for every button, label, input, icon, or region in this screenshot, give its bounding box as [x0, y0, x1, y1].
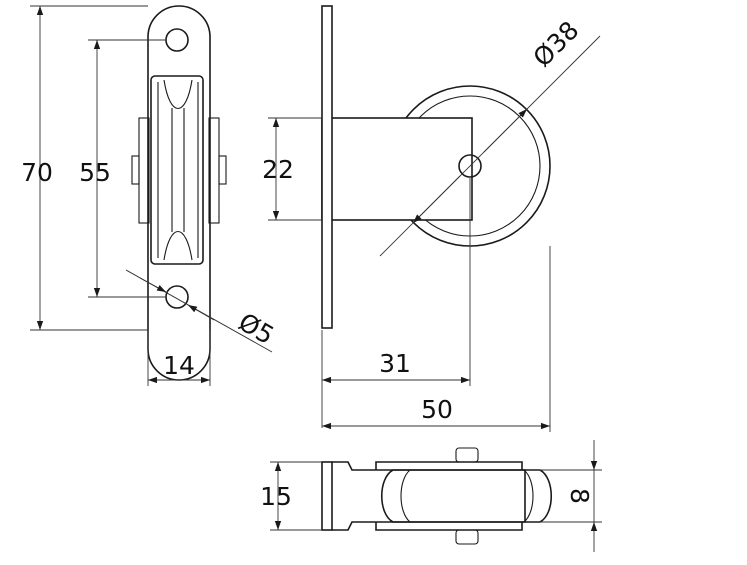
front-view	[131, 5, 227, 381]
dim-label-22: 22	[262, 155, 294, 184]
bottom-flange	[375, 522, 523, 531]
dimension-50: 50	[322, 246, 551, 432]
dim-label-50: 50	[421, 395, 453, 424]
dim-label-8: 8	[565, 488, 594, 504]
wheel-outline	[150, 75, 204, 265]
dim-label-31: 31	[379, 349, 411, 378]
axle-bottom-cap	[455, 529, 479, 545]
dim-label-14: 14	[163, 351, 195, 380]
groove-bottom-curve	[163, 230, 193, 261]
axle-top-cap	[455, 447, 479, 463]
bottom-plate-edge	[321, 461, 333, 531]
dim-label-hole-diameter: Ø5	[234, 307, 279, 350]
wheel-groove-left	[400, 469, 411, 523]
side-view	[321, 5, 551, 329]
bracket-plate-outline	[147, 5, 211, 381]
bottom-mount-hole	[165, 285, 189, 309]
top-mount-hole	[165, 28, 189, 52]
axle-hole	[458, 154, 482, 178]
dimension-31: 31	[321, 178, 471, 428]
top-flange	[375, 461, 523, 470]
dim-label-15: 15	[260, 482, 292, 511]
axle-housing	[321, 117, 473, 221]
groove-top-curve	[163, 79, 193, 110]
wheel-groove-right	[523, 469, 534, 523]
dimension-22: 22	[262, 117, 322, 221]
dim-label-wheel-diameter: Ø38	[528, 16, 585, 73]
mounting-plate	[321, 5, 333, 329]
dimension-hole-diameter: Ø5	[125, 269, 279, 353]
dim-label-55: 55	[79, 158, 111, 187]
bottom-view	[321, 447, 552, 545]
dimension-8: 8	[540, 440, 602, 552]
dimension-70: 70	[21, 5, 148, 331]
housing-outline	[332, 461, 526, 531]
dimension-55: 55	[79, 39, 166, 298]
wheel-top-view	[381, 469, 552, 523]
dimension-14: 14	[147, 330, 211, 386]
right-axle-stub	[218, 155, 227, 185]
left-axle-stub	[131, 155, 140, 185]
dimension-15: 15	[260, 461, 322, 531]
dim-label-70: 70	[21, 158, 53, 187]
